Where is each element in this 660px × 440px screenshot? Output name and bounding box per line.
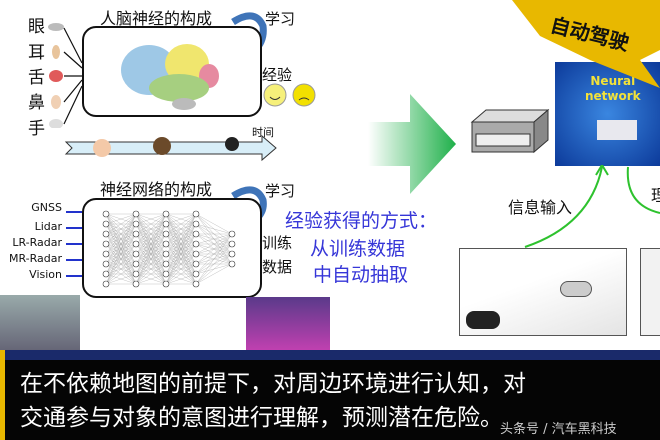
training-label-1: 训练 (262, 234, 293, 252)
sensor-lidar: Lidar (34, 220, 62, 233)
sense-hand: 手 (28, 119, 45, 139)
brain-illustration (121, 44, 219, 110)
training-label-2: 数据 (262, 258, 293, 276)
method-line-3: 中自动抽取 (313, 264, 409, 286)
sense-ear: 耳 (28, 43, 45, 63)
brain-section-title: 人脑神经的构成 (100, 9, 213, 28)
nn-learn-label: 学习 (265, 182, 296, 200)
sense-eye: 眼 (28, 17, 45, 37)
partial-label: 理 (651, 186, 660, 205)
green-flow-arrows (524, 165, 660, 248)
green-arrow-icon (368, 94, 456, 194)
neural-network-diagram (102, 210, 236, 288)
nn-label-2: network (585, 89, 641, 103)
watermark: 头条号 / 汽车黑科技 (500, 422, 617, 437)
learn-label: 学习 (265, 10, 296, 28)
sensor-arrows (66, 211, 82, 277)
timeline-arrow (64, 134, 277, 162)
segmentation-image (246, 297, 330, 350)
sensor-gnss: GNSS (31, 201, 62, 214)
method-line-1: 经验获得的方式： (285, 210, 438, 232)
street-photo (0, 295, 80, 350)
traffic-scene-image-2 (640, 248, 660, 336)
sensor-lr-radar: LR-Radar (12, 236, 62, 249)
caption-line-2: 交通参与对象的意图进行理解，预测潜在危险。 (20, 405, 503, 431)
time-label: 时间 (252, 126, 274, 139)
sensor-mr-radar: MR-Radar (8, 252, 62, 265)
sense-nose: 鼻 (28, 93, 45, 113)
autonomous-banner-shape (512, 0, 660, 88)
experience-label: 经验 (262, 66, 293, 84)
traffic-scene-image (459, 248, 627, 336)
nn-thumbnail (597, 120, 637, 140)
nn-label-1: Neural (590, 74, 636, 88)
nn-section-title: 神经网络的构成 (100, 180, 213, 199)
caption-banner: 在不依赖地图的前提下，对周边环境进行认知，对 交通参与对象的意图进行理解，预测潜… (0, 350, 660, 440)
caption-line-1: 在不依赖地图的前提下，对周边环境进行认知，对 (20, 371, 526, 397)
method-line-2: 从训练数据 (310, 238, 406, 260)
sense-icons (48, 23, 83, 128)
info-input-label: 信息输入 (508, 198, 573, 217)
neural-network-box (82, 198, 262, 298)
ecu-device-icon (470, 108, 550, 154)
smiley-icons (263, 83, 316, 107)
sense-tongue: 舌 (28, 68, 45, 88)
sensor-vision: Vision (29, 268, 62, 281)
brain-box (82, 26, 262, 117)
